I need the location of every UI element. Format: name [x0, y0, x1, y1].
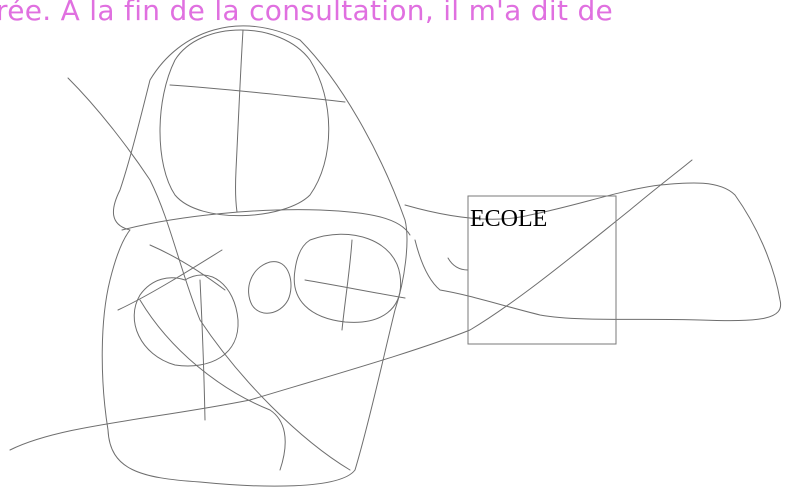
upper-circle [160, 30, 329, 216]
long-diagonal-line [10, 160, 692, 450]
head-vertical [236, 30, 243, 212]
small-hook [448, 258, 468, 270]
diagonal-line-left [68, 78, 350, 470]
right-circle [294, 234, 400, 322]
left-vertical-lower [200, 280, 205, 420]
left-cross-a [150, 245, 225, 290]
middle-oval [249, 262, 291, 314]
ecole-label: ECOLE [470, 206, 547, 232]
right-circle-cross-v [342, 240, 352, 330]
head-horizontal [170, 85, 345, 102]
left-cross-b [118, 250, 222, 310]
right-circle-cross-h [305, 280, 405, 298]
torso-diagonal [140, 300, 285, 470]
road-line-top [405, 183, 781, 321]
